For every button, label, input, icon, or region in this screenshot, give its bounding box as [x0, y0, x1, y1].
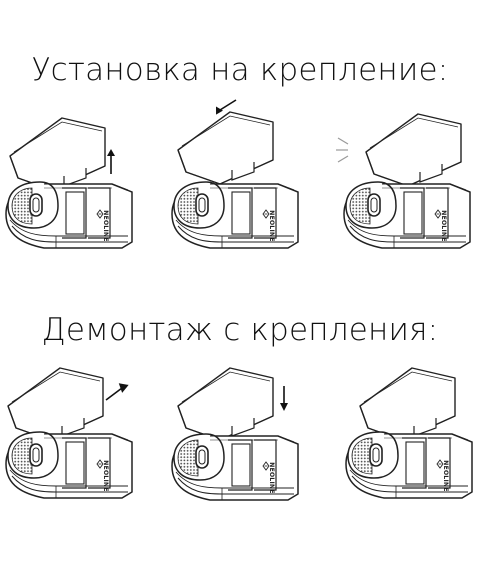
bracket-illustration — [177, 367, 274, 441]
dismount-instructions-title: Демонтаж с крепления: — [41, 312, 439, 348]
dashcam-illustration: NEOLINE — [171, 433, 299, 501]
brand-label: NEOLINE — [442, 460, 449, 492]
right-up-arrow-icon — [105, 383, 129, 401]
brand-label: NEOLINE — [268, 462, 275, 494]
down-arrow-icon — [280, 386, 288, 411]
dashcam-illustration: NEOLINE — [343, 181, 471, 249]
bracket-illustration — [365, 113, 462, 187]
brand-label: NEOLINE — [440, 210, 447, 242]
bracket-illustration — [177, 111, 274, 185]
brand-label: NEOLINE — [268, 210, 275, 242]
dashcam-illustration: NEOLINE — [5, 431, 133, 499]
bracket-illustration — [9, 117, 106, 191]
click-lines-icon — [336, 137, 349, 163]
mount-instructions-title: Установка на крепление: — [31, 52, 449, 88]
up-arrow-icon — [107, 149, 115, 174]
brand-label: NEOLINE — [102, 460, 109, 492]
mount-step-3: NEOLINE — [332, 108, 480, 249]
dismount-step-3: NEOLINE — [330, 367, 480, 508]
bracket-illustration — [7, 367, 104, 441]
mount-step-2: NEOLINE — [168, 98, 318, 249]
dismount-step-1: NEOLINE — [4, 366, 154, 506]
bracket-illustration — [359, 367, 456, 441]
dismount-step-2: NEOLINE — [168, 366, 318, 506]
left-down-arrow-icon — [216, 99, 237, 115]
brand-label: NEOLINE — [102, 210, 109, 242]
mount-step-1: NEOLINE — [4, 112, 154, 252]
dashcam-illustration: NEOLINE — [171, 181, 299, 249]
dashcam-illustration: NEOLINE — [5, 181, 133, 249]
dashcam-illustration: NEOLINE — [345, 431, 473, 499]
